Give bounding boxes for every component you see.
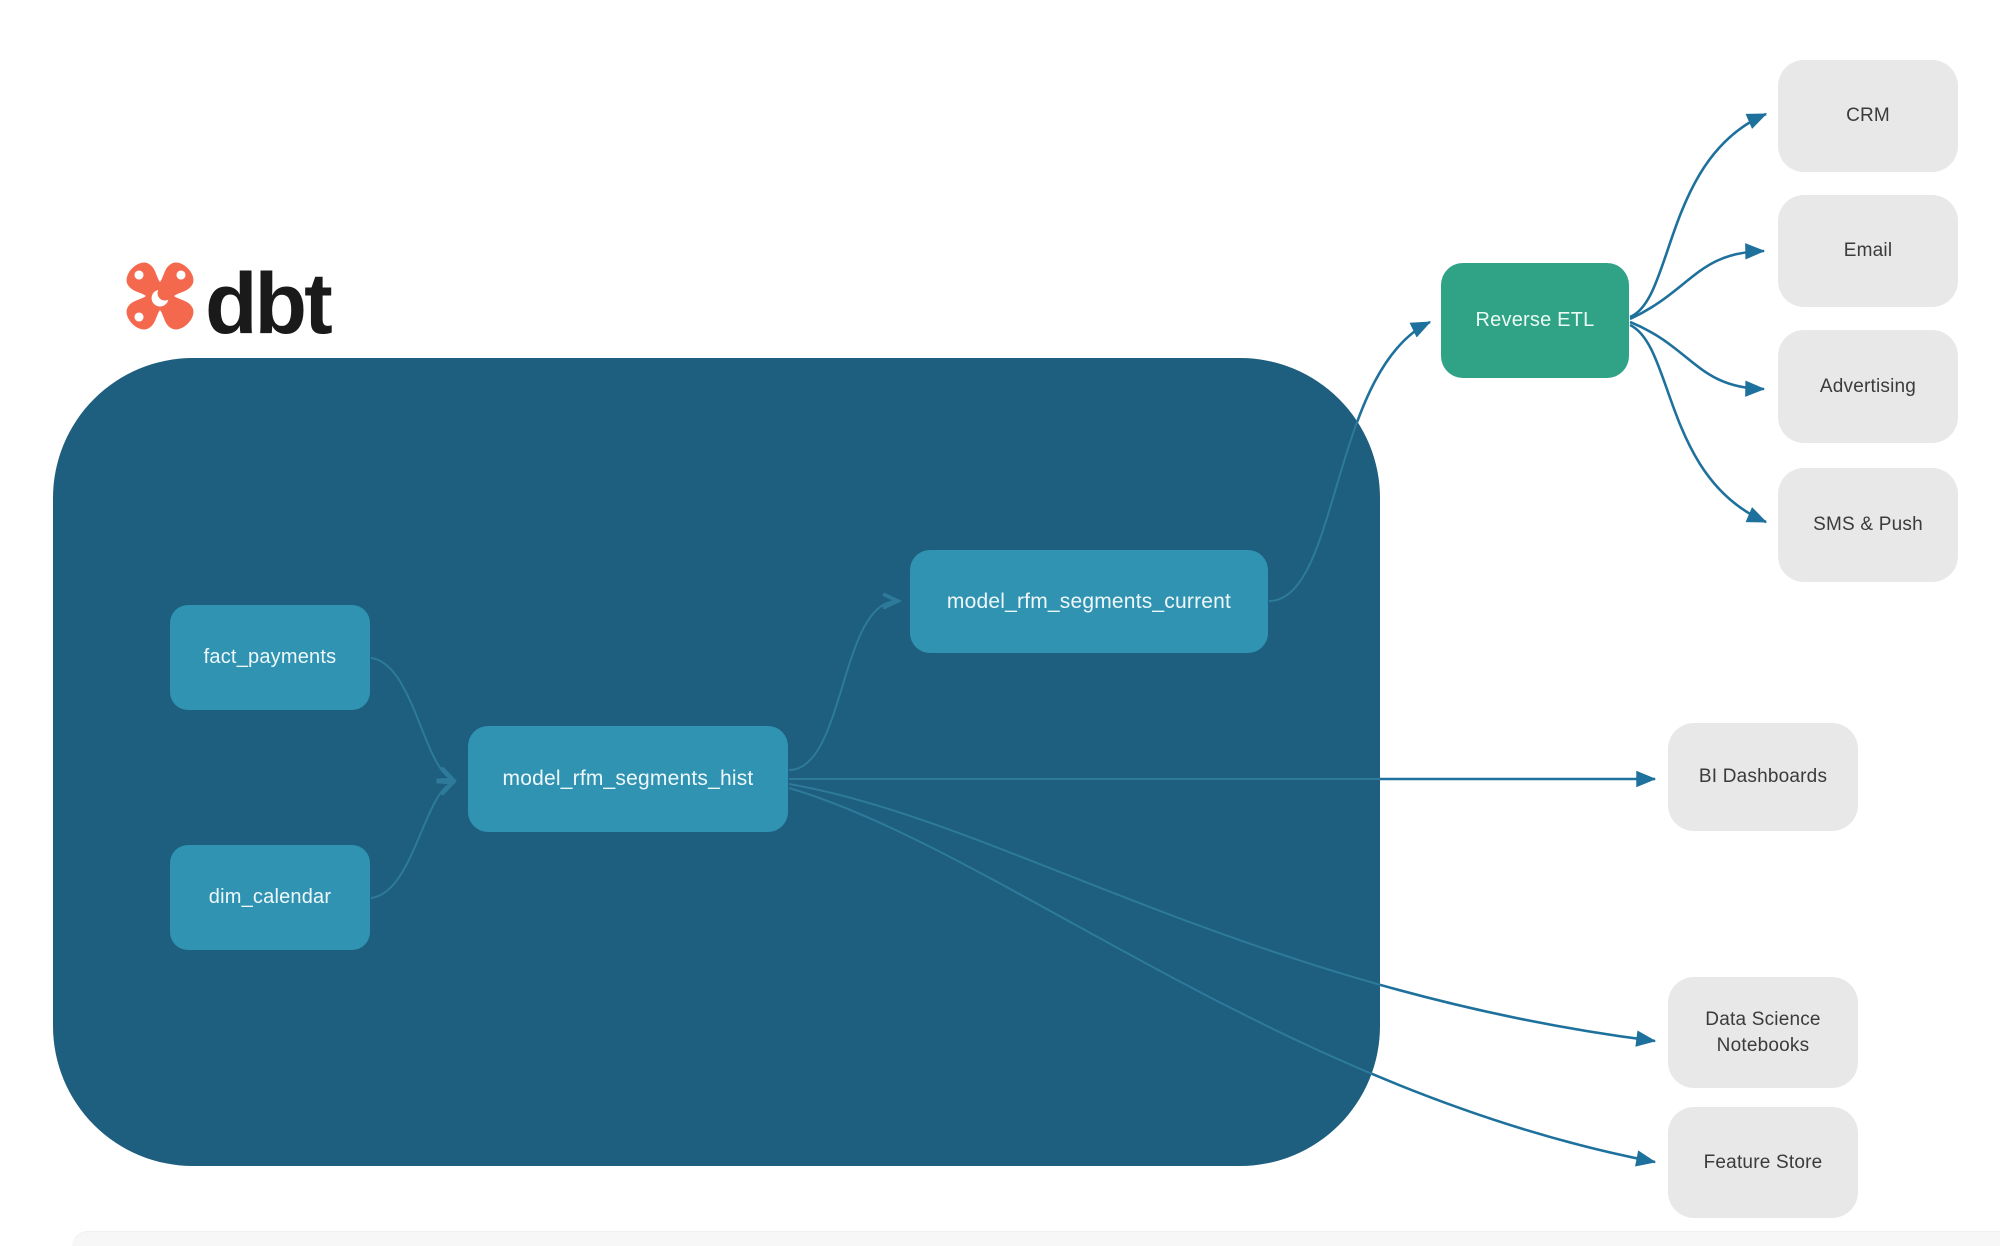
edge-current-to-reverse-etl-inner bbox=[1268, 358, 1380, 602]
edge-hist-to-feature-store bbox=[788, 786, 1657, 1167]
node-email[interactable]: Email bbox=[1778, 195, 1958, 307]
edge-dim-calendar-to-hist bbox=[370, 783, 452, 899]
node-crm[interactable]: CRM bbox=[1778, 60, 1958, 172]
edge-current-to-reverse-etl bbox=[1268, 320, 1432, 603]
dbt-logo: dbt bbox=[125, 256, 333, 352]
node-model-rfm-segments-current[interactable]: model_rfm_segments_current bbox=[910, 550, 1268, 653]
node-data-science-notebooks[interactable]: Data Science Notebooks bbox=[1668, 977, 1858, 1088]
dbt-star-icon bbox=[126, 262, 194, 330]
dbt-wordmark: dbt bbox=[205, 256, 333, 352]
node-label: Data Science Notebooks bbox=[1705, 1008, 1821, 1056]
edge-hist-to-current bbox=[788, 601, 897, 771]
edge-reverse-etl-to-advertising bbox=[1629, 320, 1766, 397]
node-sms-push[interactable]: SMS & Push bbox=[1778, 468, 1958, 582]
node-model-rfm-segments-hist[interactable]: model_rfm_segments_hist bbox=[468, 726, 788, 832]
edge-reverse-etl-to-crm bbox=[1629, 112, 1768, 319]
node-label: dim_calendar bbox=[208, 886, 332, 908]
node-label: model_rfm_segments_current bbox=[946, 589, 1232, 613]
node-fact-payments[interactable]: fact_payments bbox=[170, 605, 370, 710]
node-label: Advertising bbox=[1819, 375, 1917, 397]
node-reverse-etl[interactable]: Reverse ETL bbox=[1441, 263, 1629, 378]
node-label: model_rfm_segments_hist bbox=[502, 767, 754, 790]
edge-reverse-etl-to-sms-push bbox=[1629, 323, 1768, 524]
bottom-panel-edge bbox=[72, 1231, 2000, 1246]
edge-hist-to-data-science-inner bbox=[788, 783, 1380, 1042]
node-label: CRM bbox=[1846, 105, 1890, 127]
node-label: fact_payments bbox=[203, 646, 337, 668]
node-advertising[interactable]: Advertising bbox=[1778, 330, 1958, 443]
node-label: Feature Store bbox=[1703, 1151, 1823, 1173]
edge-reverse-etl-to-email bbox=[1629, 243, 1766, 321]
node-bi-dashboards[interactable]: BI Dashboards bbox=[1668, 723, 1858, 831]
edge-hist-to-feature-store-inner bbox=[788, 787, 1380, 1163]
node-dim-calendar[interactable]: dim_calendar bbox=[170, 845, 370, 950]
node-feature-store[interactable]: Feature Store bbox=[1668, 1107, 1858, 1218]
node-label: BI Dashboards bbox=[1698, 766, 1828, 788]
node-label: Reverse ETL bbox=[1475, 309, 1595, 331]
node-label: SMS & Push bbox=[1813, 514, 1923, 536]
node-label: Email bbox=[1843, 240, 1893, 262]
edge-fact-payments-to-hist bbox=[370, 657, 452, 779]
